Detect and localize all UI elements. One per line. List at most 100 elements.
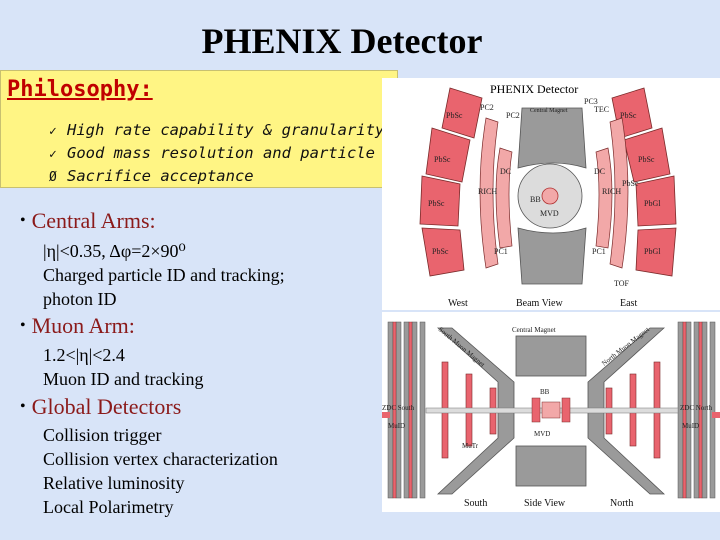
figure-label: ZDC North [680,404,713,412]
west-calorimeter [419,87,483,277]
check-icon: ✓ [49,147,57,162]
figure-label: PC3 [584,97,598,106]
figure-label: MuTr [462,442,479,450]
figure-label: South [464,498,487,509]
figure-label: PbSc [446,111,463,120]
figure-label: DC [594,167,605,176]
section-muon-arm: • Muon Arm: [20,313,135,339]
zdc-south-block [382,412,390,418]
philosophy-box: Philosophy: ✓ High rate capability & gran… [0,70,403,188]
bullet-icon: • [20,212,26,229]
figure-label: East [620,298,637,309]
section-central-arms: • Central Arms: [20,208,156,234]
figure-label: West [448,298,468,309]
muid-tubes [392,321,703,499]
central-magnet-top [517,107,587,169]
beam-view-diagram: PHENIX Detector PC3 TEC [382,78,720,310]
muid-tube [392,321,397,499]
arrow-bullet-icon: Ø [49,170,57,185]
pbsc-sector [421,227,465,277]
check-icon: ✓ [49,124,57,139]
figure-label: PC2 [506,111,520,120]
figure-label: PC1 [494,247,508,256]
philosophy-item-text: Sacrifice acceptance [67,167,254,185]
section-line: Charged particle ID and tracking; [43,265,285,285]
central-magnet-bottom [517,227,587,285]
central-magnet-lower [515,445,587,487]
figure-label: MuID [682,422,699,430]
muid-plate [419,321,426,499]
figure-label: PbSc [432,247,449,256]
philosophy-list: ✓ High rate capability & granularity ✓ Goo… [49,119,403,188]
figure-label: DC [500,167,511,176]
philosophy-heading: Philosophy: [7,77,153,102]
south-muon-magnet [436,327,515,495]
figure-label: RICH [478,187,497,196]
section-heading: Global Detectors [31,394,182,419]
pbgl-sector [635,175,677,227]
figure-label: PC1 [592,247,606,256]
figure-label: PbSc [622,179,639,188]
figure-label: PbSc [434,155,451,164]
section-line: photon ID [43,289,117,309]
north-muon-magnet [587,327,666,495]
figure-label: Central Magnet [530,108,568,114]
section-line: Muon ID and tracking [43,369,204,389]
pc2-arc [479,117,499,269]
dc-arc [495,147,513,249]
inner-detectors [479,117,629,269]
bullet-icon: • [20,317,26,334]
pbsc-sector [425,127,471,183]
philosophy-item-text: High rate capability & granularity [67,121,385,139]
muid-tube [698,321,703,499]
pbgl-sector [635,227,677,277]
figure-label: North [610,498,633,509]
muid-plate [709,321,716,499]
figure-label: PbGl [644,199,661,208]
slide-title: PHENIX Detector [201,21,483,61]
philosophy-item: ✓ High rate capability & granularity [49,119,403,142]
central-magnet-upper [515,335,587,377]
section-line: Collision trigger [43,425,162,445]
philosophy-item-text: Good mass resolution and particle ID [67,144,403,162]
figure-label: Beam View [516,298,563,309]
beam-beam-counter [531,397,541,423]
figure-label: MVD [540,209,559,218]
beam-beam-counter [561,397,571,423]
section-global-detectors: • Global Detectors [20,394,181,420]
side-view-diagram: South Muon Magnet Central Magnet North M… [382,312,720,512]
section-line: Collision vertex characterization [43,449,278,469]
section-line: Relative luminosity [43,473,185,493]
muid-tube [408,321,413,499]
figure-label: PbSc [428,199,445,208]
figure-label: TOF [614,279,630,288]
figure-label: Central Magnet [512,326,556,334]
section-line: 1.2<|η|<2.4 [43,345,125,365]
figure-label: MVD [534,430,550,438]
figure-label: ZDC South [382,404,415,412]
figure-label: Side View [524,498,566,509]
section-heading: Muon Arm: [31,313,135,338]
tec-arc [609,117,629,269]
pbsc-sector [419,175,461,227]
figure-label: PC2 [480,103,494,112]
figure-label: BB [540,388,550,396]
figure-title: PHENIX Detector [490,82,578,96]
philosophy-item: Ø Sacrifice acceptance [49,165,403,188]
dc-arc [595,147,613,249]
pbsc-sector [623,127,671,183]
philosophy-item: ✓ Good mass resolution and particle ID [49,142,403,165]
beam-pipe [541,187,559,205]
mvd-detector [541,401,561,419]
figure-label: TEC [594,105,609,114]
figure-label: MuID [388,422,405,430]
figure-label: PbGl [644,247,661,256]
bullet-icon: • [20,398,26,415]
section-line: |η|<0.35, Δφ=2×90⁰ [43,241,186,261]
pbsc-sector [441,87,483,139]
section-line: Local Polarimetry [43,497,174,517]
section-heading: Central Arms: [31,208,156,233]
zdc-north-block [712,412,720,418]
figure-label: PbSc [620,111,637,120]
